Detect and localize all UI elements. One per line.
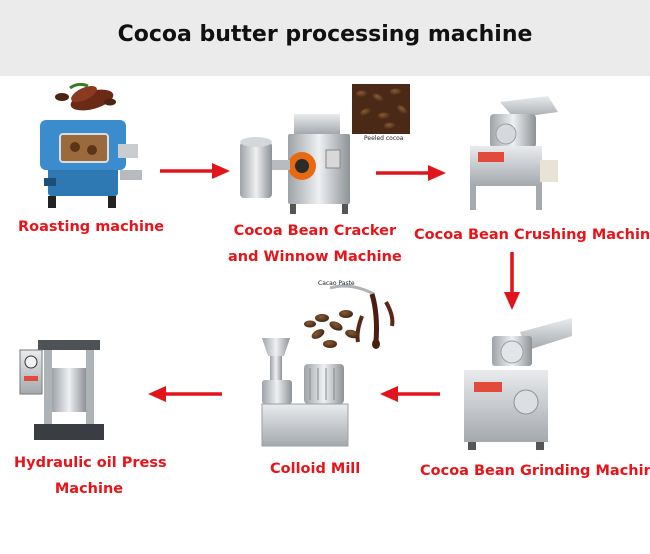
flow-arrow-4 — [380, 386, 440, 402]
crushing-machine-icon — [470, 96, 558, 210]
step-label-cracker: Cocoa Bean Cracker and Winnow Machine — [228, 218, 402, 270]
flow-arrow-5 — [148, 386, 222, 402]
step-label-colloid: Colloid Mill — [270, 456, 360, 482]
step-label-crushing: Cocoa Bean Crushing Machine — [414, 222, 650, 248]
hydraulic-press-icon — [19, 340, 104, 440]
colloid-mill-icon — [261, 338, 349, 447]
title-bar — [0, 0, 650, 76]
step-label-grinding: Cocoa Bean Grinding Machine — [420, 458, 650, 484]
step-label-text: Hydraulic oil Press — [14, 455, 167, 471]
step-label-text: Colloid Mill — [270, 461, 361, 477]
step-label-text: Cocoa Bean Cracker — [233, 223, 397, 239]
cocoa-nibs-caption: Peeled cocoa — [364, 135, 404, 142]
step-label-text: Cocoa Bean Grinding Machine — [420, 463, 650, 479]
cacao-paste-photo — [304, 284, 395, 349]
page-title: Cocoa butter processing machine — [117, 22, 533, 47]
step-label-hydraulic: Hydraulic oil Press Machine — [14, 450, 167, 502]
flow-arrow-3 — [504, 252, 520, 310]
step-label-text-line2: Machine — [54, 481, 124, 497]
cracker-winnower-icon — [240, 114, 350, 214]
flow-arrow-1 — [160, 163, 230, 179]
roasting-machine-icon — [40, 120, 142, 208]
cocoa-nibs-photo — [352, 84, 410, 134]
step-label-roasting: Roasting machine — [18, 214, 164, 240]
flow-arrow-2 — [376, 165, 446, 181]
cocoa-pod-icon — [55, 82, 116, 111]
step-label-text: Cocoa Bean Crushing Machine — [414, 227, 650, 243]
cacao-paste-caption: Cacao Paste — [318, 280, 355, 287]
step-label-text-line2: and Winnow Machine — [228, 249, 402, 265]
step-label-text: Roasting machine — [18, 219, 165, 235]
grinding-machine-icon — [464, 318, 572, 450]
